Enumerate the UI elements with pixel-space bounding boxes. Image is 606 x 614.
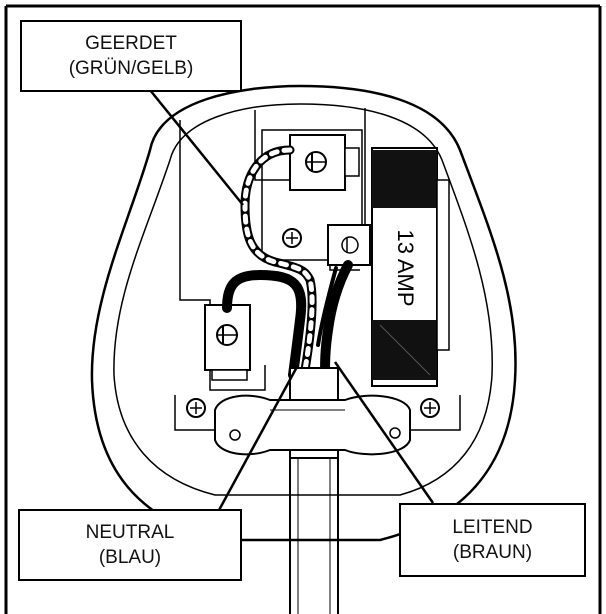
neutral-label-line2: (BLAU) bbox=[98, 547, 162, 568]
earth-terminal bbox=[289, 134, 360, 191]
live-label-line1: LEITEND bbox=[452, 517, 533, 538]
live-wire bbox=[320, 260, 353, 383]
earth-label-line2: (GRÜN/GELB) bbox=[68, 58, 194, 79]
cable-clamp bbox=[214, 367, 411, 459]
live-label: LEITEND (BRAUN) bbox=[399, 503, 586, 577]
neutral-wire bbox=[222, 269, 307, 380]
live-label-line2: (BRAUN) bbox=[452, 542, 533, 563]
neutral-label: NEUTRAL (BLAU) bbox=[18, 509, 242, 581]
neutral-label-line1: NEUTRAL bbox=[85, 522, 175, 543]
fuse: 13 AMP bbox=[371, 147, 450, 387]
live-terminal bbox=[327, 224, 371, 266]
neutral-terminal bbox=[204, 304, 251, 381]
leader-lines bbox=[149, 89, 435, 513]
plug-inner-outline bbox=[113, 103, 493, 496]
earth-label: GEERDET (GRÜN/GELB) bbox=[20, 20, 242, 92]
side-screws bbox=[186, 398, 440, 418]
wires bbox=[222, 145, 353, 383]
cable bbox=[289, 458, 339, 614]
center-screw bbox=[282, 228, 302, 248]
earth-label-line1: GEERDET bbox=[85, 33, 177, 54]
frame bbox=[4, 4, 602, 614]
fuse-rating-text: 13 AMP bbox=[393, 229, 418, 306]
